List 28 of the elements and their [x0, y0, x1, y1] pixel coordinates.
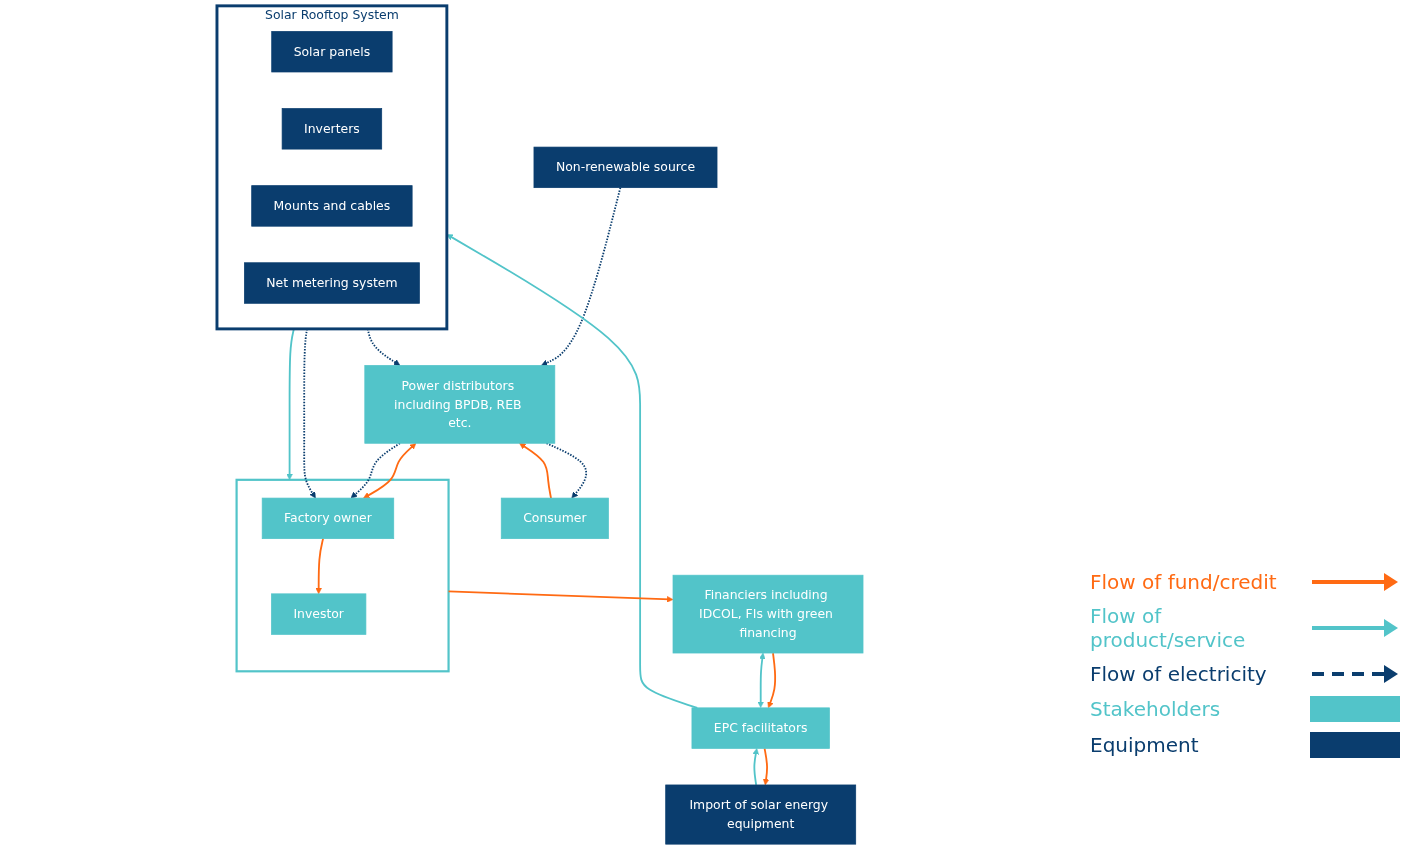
legend-label: Stakeholders — [1090, 697, 1222, 721]
arrow — [541, 186, 622, 366]
node-box: Factory owner — [261, 497, 395, 539]
arrow — [350, 442, 401, 499]
arrow — [752, 748, 759, 786]
node-box: Import of solar energy equipment — [665, 784, 857, 845]
node-box: Mounts and cables — [251, 185, 413, 227]
node-box: Investor — [271, 593, 367, 635]
node-box: Consumer — [500, 497, 609, 539]
node-box: Net metering system — [244, 262, 420, 304]
node-box: EPC facilitators — [691, 707, 830, 749]
arrow — [767, 652, 777, 709]
legend-label: Flow of electricity — [1090, 662, 1268, 686]
node-box: Inverters — [281, 108, 383, 150]
node-box: Financiers including IDCOL, FIs with green financing — [672, 574, 864, 654]
arrow — [762, 747, 770, 786]
arrow — [315, 537, 324, 595]
node-box: Power distributors including BPDB, REB etc. — [364, 365, 556, 444]
arrow — [363, 443, 417, 499]
legend-label: Flow of fund/credit — [1090, 570, 1278, 594]
arrow — [447, 590, 674, 603]
arrow — [519, 443, 552, 499]
legend-label: Equipment — [1090, 733, 1200, 757]
arrow — [757, 652, 766, 708]
node-box: Solar panels — [271, 31, 393, 73]
node-box: Non-renewable source — [533, 146, 718, 188]
legend-label: Flow of product/service — [1090, 604, 1247, 652]
cluster — [235, 478, 450, 673]
